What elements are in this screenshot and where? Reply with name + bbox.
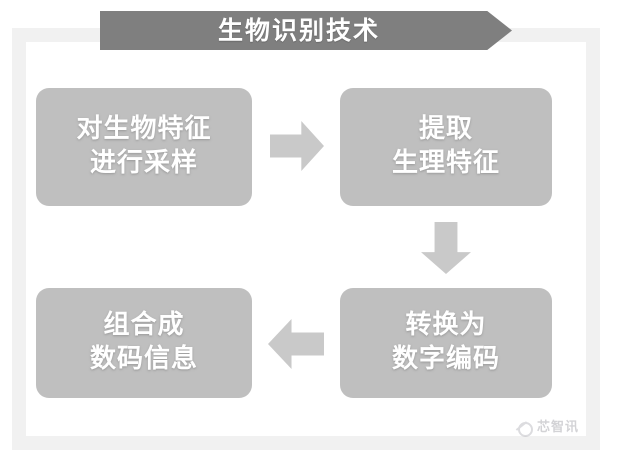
swirl-logo-icon: [515, 419, 533, 437]
process-box-combine-line2: 数码信息: [89, 344, 198, 374]
page-title: 生物识别技术: [217, 16, 380, 45]
process-box-convert-line1: 转换为: [405, 310, 487, 341]
process-box-convert-line2: 数字编码: [391, 344, 500, 374]
process-box-combine: 组合成 数码信息: [36, 288, 252, 398]
process-box-sample: 对生物特征 进行采样: [36, 88, 252, 206]
process-box-combine-line1: 组合成: [103, 310, 185, 341]
process-box-sample-line2: 进行采样: [89, 148, 198, 178]
watermark-label: 芯智讯: [537, 419, 580, 435]
diagram-title-banner: 生物识别技术: [100, 11, 512, 50]
process-box-extract-line1: 提取: [418, 114, 473, 145]
process-box-extract-line2: 生理特征: [391, 148, 500, 178]
process-box-convert: 转换为 数字编码: [340, 288, 552, 398]
process-box-sample-line1: 对生物特征: [76, 114, 212, 145]
watermark: 芯智讯: [515, 419, 580, 437]
process-box-extract: 提取 生理特征: [340, 88, 552, 206]
